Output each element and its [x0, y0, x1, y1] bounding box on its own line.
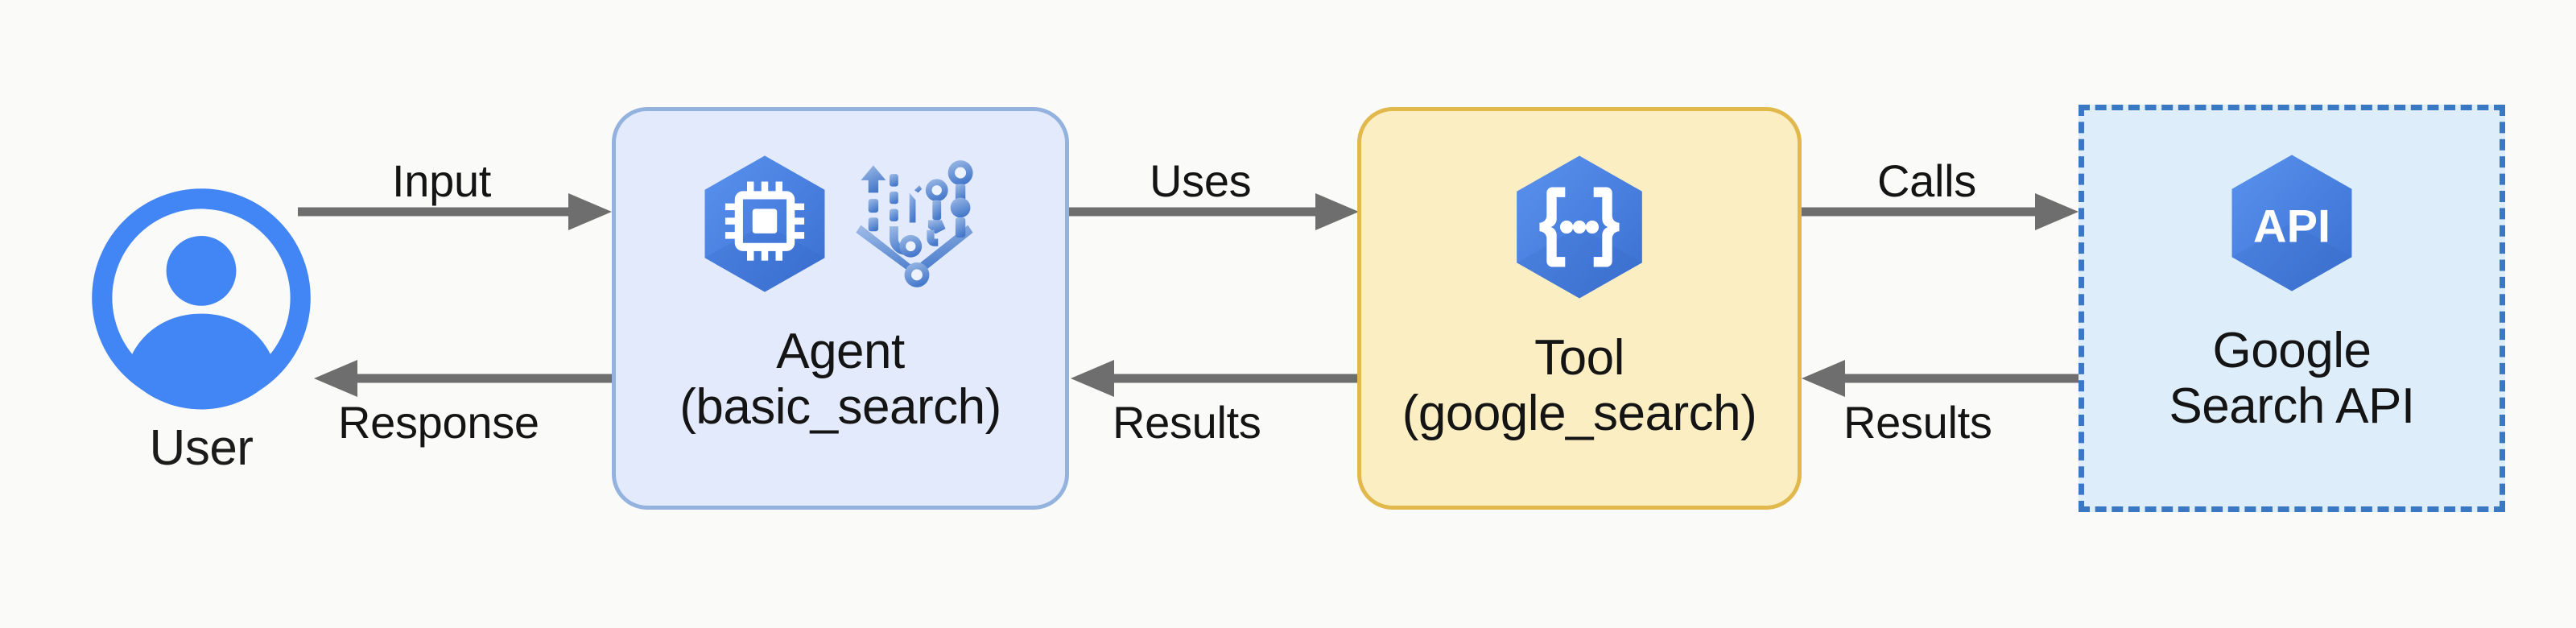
api-braces-hexagon-icon: [1507, 153, 1652, 301]
tool-icon-row: [1507, 153, 1652, 301]
edge-calls-label: Calls: [1877, 155, 1976, 206]
edge-results-tool-agent: [1071, 354, 1359, 451]
node-agent[interactable]: Agent(basic_search): [612, 107, 1069, 510]
api-hexagon-icon: API: [2223, 152, 2361, 294]
node-agent-label-line1: Agent: [776, 324, 905, 379]
node-google-search-api-label-line1: Google: [2212, 323, 2372, 378]
edge-results-api-tool-label: Results: [1843, 397, 1992, 448]
node-user-label: User: [149, 420, 254, 476]
edge-input-label: Input: [392, 155, 492, 206]
edge-results-tool-agent-label: Results: [1113, 397, 1261, 448]
node-tool-label: Tool(google_search): [1402, 330, 1757, 442]
node-agent-label: Agent(basic_search): [679, 324, 1001, 436]
cpu-chip-hexagon-icon: [696, 153, 834, 295]
edge-calls: [1802, 177, 2079, 274]
node-tool-label-line1: Tool: [1534, 330, 1624, 386]
edge-response-label: Response: [338, 397, 539, 448]
node-tool-label-line2: (google_search): [1402, 386, 1757, 442]
agent-workflow-icon: [848, 153, 985, 295]
node-agent-label-line2: (basic_search): [679, 379, 1001, 436]
agent-icon-row: [696, 153, 985, 295]
user-avatar-icon: [89, 185, 314, 411]
edge-uses: [1069, 177, 1359, 274]
node-tool[interactable]: Tool(google_search): [1357, 107, 1802, 510]
node-google-search-api-label-line2: Search API: [2169, 378, 2415, 435]
edge-results-api-tool: [1802, 354, 2079, 451]
gsearch-icon-row: API: [2223, 152, 2361, 294]
edge-input: [298, 177, 612, 274]
node-user[interactable]: User: [76, 185, 326, 507]
edge-uses-label: Uses: [1150, 155, 1252, 206]
edge-response: [314, 354, 612, 451]
api-hexagon-text: API: [2253, 201, 2330, 253]
